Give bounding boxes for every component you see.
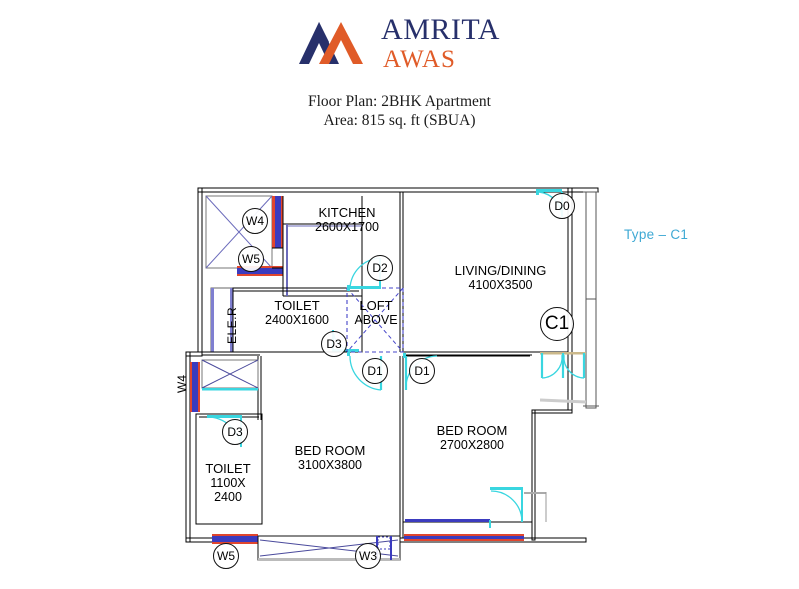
window-w5-bottom	[212, 534, 258, 544]
door-bedroom-2-balcony	[405, 487, 547, 528]
double-chevron-mountain-logo-icon	[299, 22, 364, 64]
room-dimension: 2400X1600	[265, 313, 329, 327]
room-dimension-cont: 2400	[214, 490, 242, 504]
room-label-toilet-lower: TOILET 1100X 2400	[194, 461, 262, 504]
elevator-shaft-label: ELE.R	[225, 306, 239, 344]
title-line-1: Floor Plan: 2BHK Apartment	[308, 93, 491, 110]
room-name: LIVING/DINING	[454, 263, 547, 278]
brand-logo: AMRITA AWAS	[0, 12, 799, 74]
room-label-bedroom-2: BED ROOM 2700X2800	[410, 423, 534, 452]
room-label-toilet-upper: TOILET 2400X1600	[235, 298, 359, 327]
room-dimension: 1100X	[210, 476, 246, 490]
window-tag-w4-left: W4	[175, 375, 189, 393]
window-tag-w3[interactable]: W3	[355, 543, 381, 569]
plan-type-label: Type – C1	[624, 227, 689, 242]
room-dimension: ABOVE	[354, 313, 398, 327]
window-w4-left	[190, 362, 200, 412]
door-tag-d0[interactable]: D0	[549, 193, 575, 219]
door-tag-d1-bedroom-2[interactable]: D1	[409, 358, 435, 384]
title-line-2: Area: 815 sq. ft (SBUA)	[323, 112, 476, 129]
room-name: KITCHEN	[318, 205, 376, 220]
right-balcony-ledge	[583, 191, 599, 409]
room-name: TOILET	[205, 461, 251, 476]
kitchen-walls	[272, 196, 362, 297]
room-dimension: 3100X3800	[298, 458, 362, 472]
window-w4-utility	[272, 196, 283, 248]
wall-outlines	[185, 187, 599, 543]
room-label-loft: LOFT ABOVE	[348, 298, 404, 327]
room-name: BED ROOM	[436, 423, 508, 438]
room-name: LOFT	[359, 298, 393, 313]
door-tag-d1-bedroom-1[interactable]: D1	[362, 358, 388, 384]
room-name: BED ROOM	[294, 443, 366, 458]
window-tag-w4-utility[interactable]: W4	[242, 208, 268, 234]
room-dimension: 2600X1700	[315, 220, 379, 234]
loft-hatch-icon	[346, 287, 404, 353]
brand-wordmark: AMRITA AWAS	[381, 12, 500, 73]
unit-type-tag-c1[interactable]: C1	[540, 307, 574, 341]
room-label-living-dining: LIVING/DINING 4100X3500	[428, 263, 573, 292]
window-w3-bay	[257, 534, 524, 561]
kitchen-platform	[286, 224, 362, 296]
door-tag-d3-lower[interactable]: D3	[222, 419, 248, 445]
door-double-living	[539, 352, 587, 404]
window-tag-w5-bottom[interactable]: W5	[213, 543, 239, 569]
room-dimension: 2700X2800	[440, 438, 504, 452]
brand-name-primary: AMRITA	[381, 12, 500, 46]
room-name: TOILET	[274, 298, 320, 313]
page-title: Floor Plan: 2BHK Apartment Area: 815 sq.…	[0, 92, 799, 130]
brand-name-secondary: AWAS	[383, 45, 456, 73]
door-tag-d2[interactable]: D2	[367, 255, 393, 281]
window-tag-w5-utility[interactable]: W5	[238, 246, 264, 272]
door-tag-d3-upper[interactable]: D3	[321, 331, 347, 357]
room-label-kitchen: KITCHEN 2600X1700	[292, 205, 402, 234]
lower-left-balcony	[201, 359, 259, 391]
room-dimension: 4100X3500	[468, 278, 533, 292]
room-label-bedroom-1: BED ROOM 3100X3800	[268, 443, 392, 472]
